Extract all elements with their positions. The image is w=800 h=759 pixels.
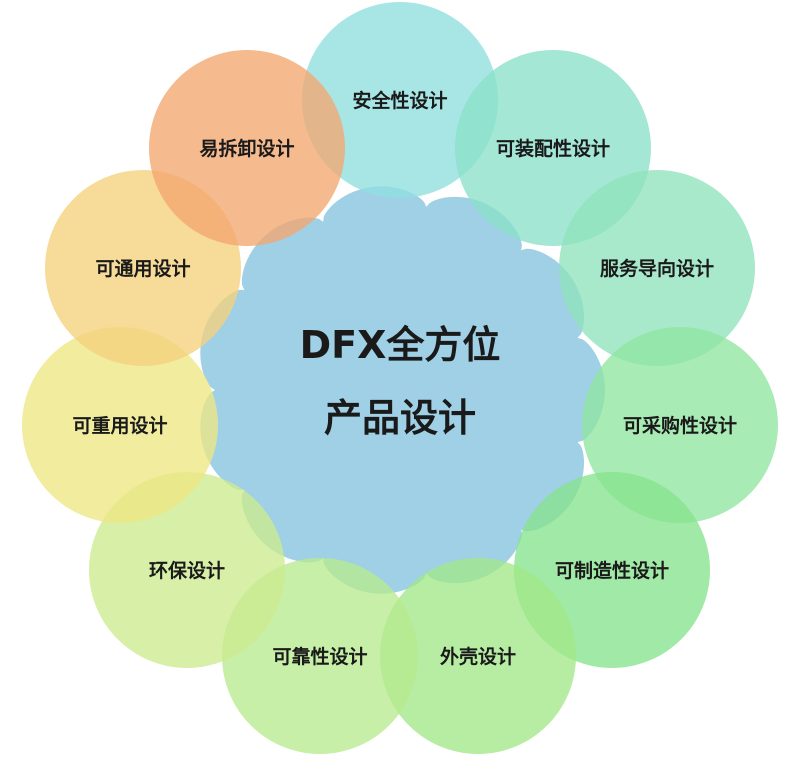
center-hub: DFX全方位 产品设计 [200, 186, 605, 594]
petal-label-procurement: 可采购性设计 [623, 414, 737, 437]
petal-label-manufacturability: 可制造性设计 [555, 559, 669, 582]
petal-label-service: 服务导向设计 [600, 257, 714, 280]
petal-label-housing: 外壳设计 [440, 645, 516, 668]
center-title-line1: DFX全方位 [300, 323, 501, 367]
petal-circle-reusability [22, 327, 218, 523]
petal-label-reusability: 可重用设计 [72, 415, 167, 437]
petal-circle-housing [380, 558, 576, 754]
petal-label-disassembly: 易拆卸设计 [199, 137, 294, 160]
center-scalloped-shape [200, 186, 605, 594]
petal-circle-disassembly [149, 50, 345, 246]
petal-label-reliability: 可靠性设计 [272, 645, 367, 668]
petal-circles [22, 2, 778, 754]
petal-label-safety: 安全性设计 [352, 89, 447, 112]
petal-label-environment: 环保设计 [149, 559, 225, 582]
petal-circle-service [559, 170, 755, 366]
center-title-line2: 产品设计 [324, 396, 476, 440]
petal-circle-safety [302, 2, 498, 198]
petal-label-universality: 可通用设计 [95, 258, 190, 280]
petal-label-assemblability: 可装配性设计 [496, 137, 610, 160]
